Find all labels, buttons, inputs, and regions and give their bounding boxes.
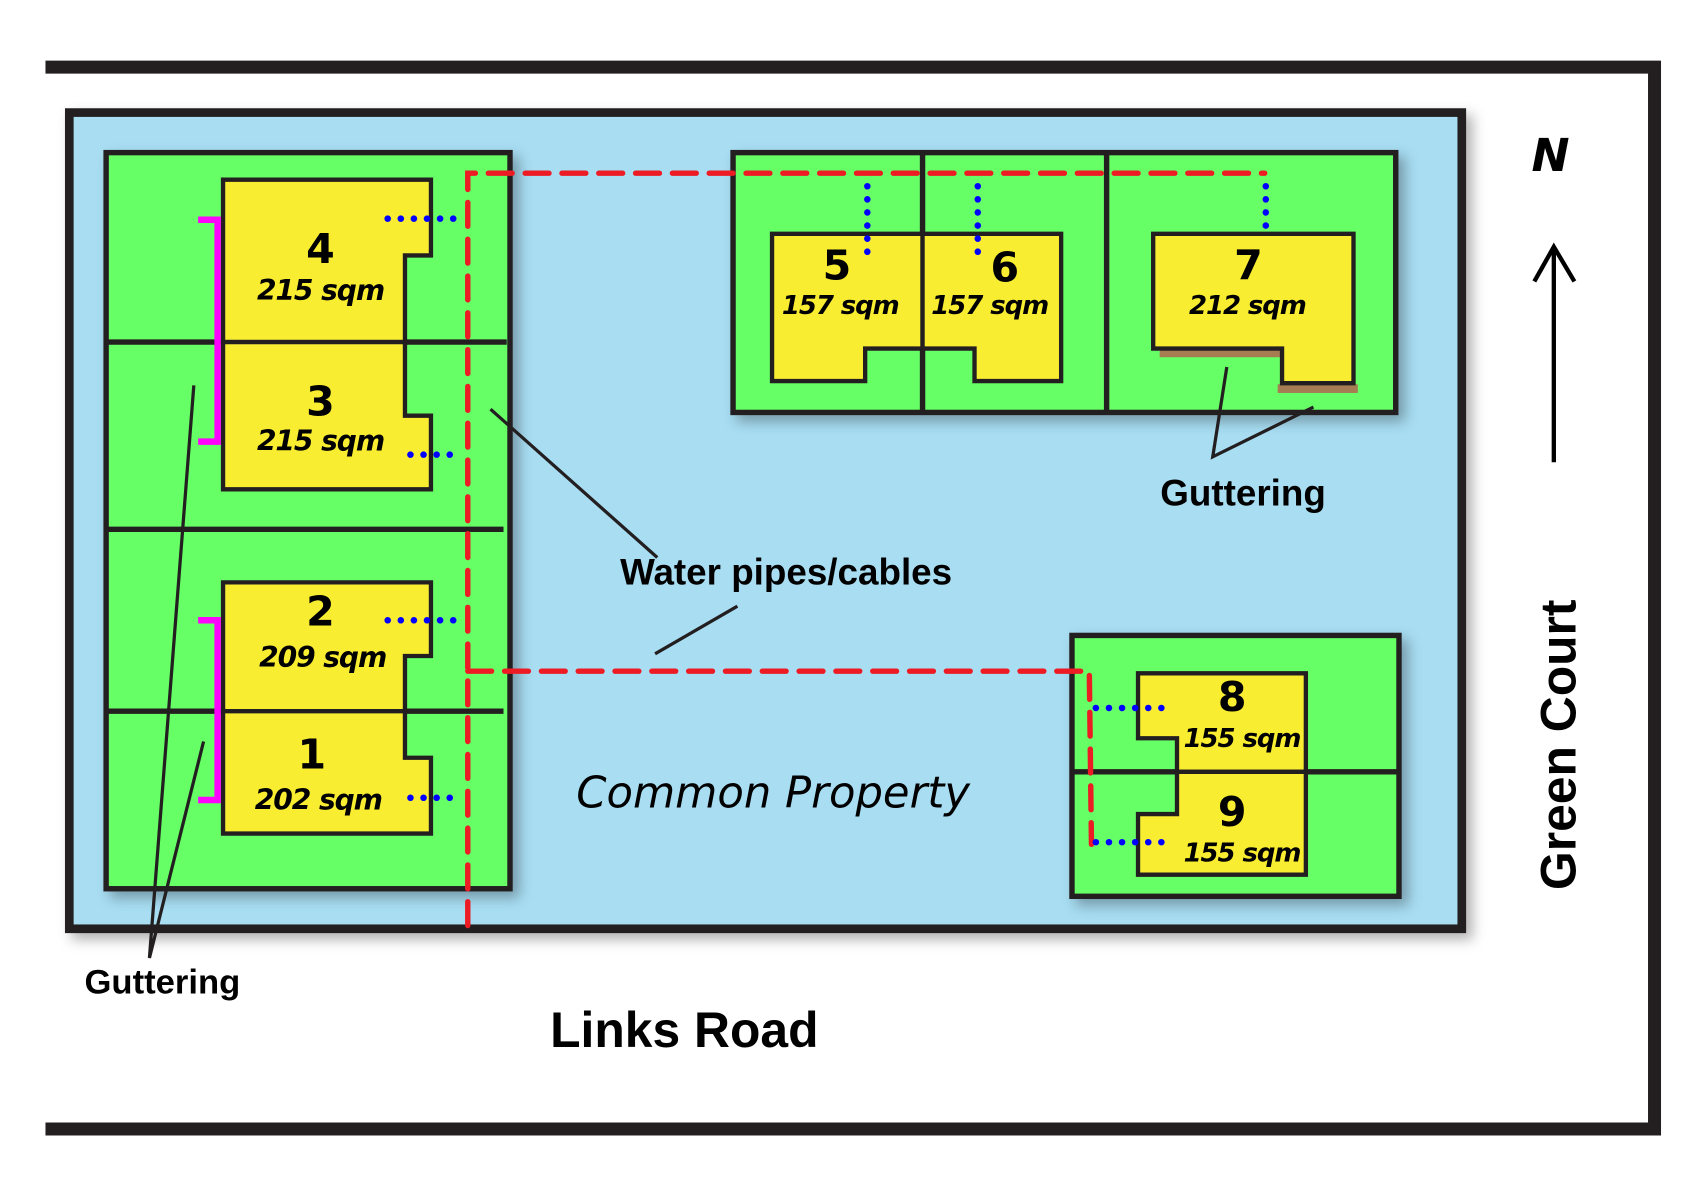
water-pipes-label: Water pipes/cables — [620, 552, 952, 593]
unit-number: 5 — [823, 241, 852, 289]
unit-area: 157 sqm — [782, 291, 899, 321]
leader-lines — [147, 366, 1315, 959]
road-boundary — [45, 60, 1662, 1136]
unit-area: 215 sqm — [257, 274, 384, 307]
unit-area: 155 sqm — [1184, 724, 1301, 754]
lot-block-north-east — [730, 149, 1399, 416]
guttering-marker — [198, 617, 221, 804]
service-connections — [384, 182, 1270, 846]
unit-area: 209 sqm — [259, 641, 386, 674]
guttering-label-west: Guttering — [85, 964, 241, 1002]
leader-line-water-pipes — [489, 407, 659, 559]
north-arrow: N — [1532, 129, 1577, 463]
unit-number: 1 — [298, 731, 327, 779]
unit-number: 2 — [306, 588, 335, 636]
water-mains — [465, 170, 1268, 929]
water-main-line — [465, 170, 1268, 929]
guttering-marker — [198, 216, 221, 445]
unit-area: 212 sqm — [1189, 291, 1306, 321]
dwelling-unit-7 — [1151, 231, 1356, 386]
lot-block-south-east — [1069, 632, 1402, 900]
unit-number: 3 — [306, 378, 335, 426]
dwelling-unit-9 — [1135, 769, 1309, 877]
guttering-label-east: Guttering — [1160, 473, 1326, 514]
unit-area: 202 sqm — [255, 784, 382, 817]
leader-line-water-pipes — [654, 604, 739, 656]
dwelling-unit-3 — [220, 339, 434, 492]
dwelling-unit-6 — [920, 231, 1064, 384]
common-property-label: Common Property — [576, 769, 971, 819]
guttering-strip — [1159, 348, 1283, 358]
unit-number: 7 — [1234, 241, 1263, 289]
unit-number: 8 — [1218, 673, 1247, 721]
guttering-strip — [1277, 384, 1358, 393]
unit-area: 157 sqm — [931, 291, 1048, 321]
road-boundary-line — [45, 60, 1662, 1136]
unit-area: 155 sqm — [1184, 839, 1301, 869]
lot-block-west — [103, 149, 513, 892]
unit-number: 4 — [306, 225, 335, 273]
road-name-links-road: Links Road — [550, 1002, 818, 1058]
leader-line-guttering-right — [1210, 366, 1315, 460]
leader-line-guttering-left — [147, 385, 206, 959]
unit-labels: 4 215 sqm 3 215 sqm 2 209 sqm 1 202 sqm … — [255, 225, 1307, 869]
arrowhead-icon — [1532, 242, 1577, 283]
unit-number: 6 — [991, 243, 1020, 291]
dwelling-unit-1 — [220, 709, 434, 836]
road-name-green-court: Green Court — [1530, 600, 1586, 890]
water-main-line — [465, 668, 1095, 848]
unit-area: 215 sqm — [257, 424, 384, 457]
north-label: N — [1532, 129, 1570, 182]
unit-number: 9 — [1218, 788, 1247, 836]
